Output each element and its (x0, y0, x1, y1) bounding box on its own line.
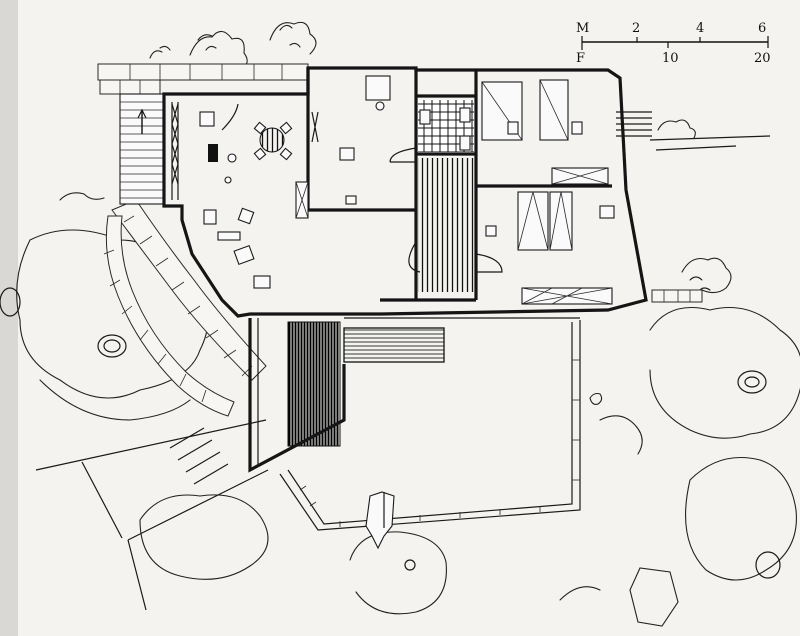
building-walls (162, 66, 648, 318)
bed (517, 191, 549, 251)
entrance-steps (119, 93, 165, 205)
scale-unit-meters: M (576, 21, 589, 36)
scale-label-10ft: 10 (662, 51, 679, 66)
tree-trunk-icon (97, 334, 127, 358)
stone-paving (35, 63, 771, 611)
fireplace (208, 144, 218, 162)
scale-label-4m: 4 (696, 21, 704, 36)
scale-unit-feet: F (576, 51, 585, 66)
tree-trunk-icon (404, 559, 416, 571)
chair (199, 111, 215, 127)
furniture (199, 75, 615, 305)
tree-trunk-icon (737, 370, 767, 394)
scale-label-6m: 6 (758, 21, 766, 36)
round-table (259, 127, 285, 153)
garden-seat (365, 491, 395, 550)
page-edge-shadow (0, 0, 18, 636)
tree-trunk-icon (755, 551, 781, 579)
scale-label-2m: 2 (632, 21, 640, 36)
bed (549, 191, 573, 251)
tree-trunk-icon (0, 287, 21, 317)
planter-bed (343, 327, 445, 363)
terrace (248, 317, 581, 550)
scale-bar: M 2 4 6 F 10 20 (576, 21, 771, 66)
vegetation (0, 21, 800, 627)
scale-label-20ft: 20 (754, 51, 771, 66)
corridor-floor (418, 158, 474, 292)
